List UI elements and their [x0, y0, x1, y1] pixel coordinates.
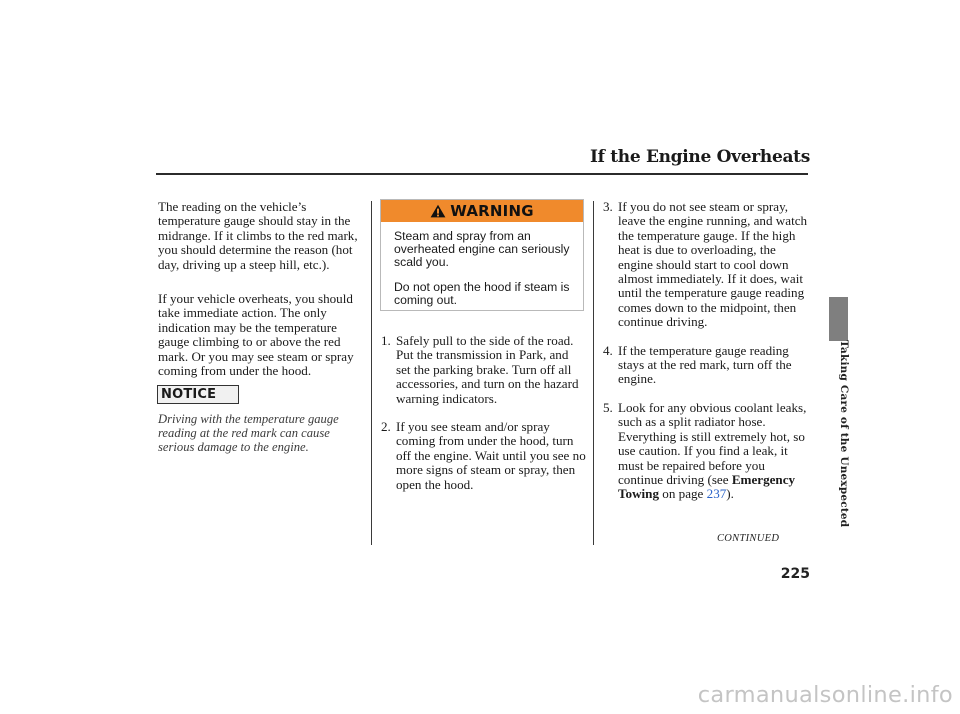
warning-label: WARNING: [450, 202, 534, 220]
notice-text: Driving with the temperature gauge readi…: [158, 412, 339, 454]
section-side-label-text: Taking Care of the Unexpected: [838, 340, 850, 528]
column-divider-left: [371, 201, 372, 545]
section-tab-marker: [829, 297, 848, 341]
warning-body: Steam and spray from an overheated engin…: [381, 222, 583, 307]
warning-text-scald: Steam and spray from an overheated engin…: [394, 229, 570, 270]
warning-header: WARNING: [381, 200, 583, 222]
step-3-number: 3.: [603, 199, 613, 214]
warning-box: WARNING Steam and spray from an overheat…: [380, 199, 584, 311]
step-5-end: ).: [726, 486, 734, 502]
watermark-text: carmanualsonline.info: [697, 682, 953, 708]
notice-badge: NOTICE: [157, 385, 239, 404]
overheat-paragraph: If your vehicle overheats, you should ta…: [158, 291, 354, 379]
step-1-text: Safely pull to the side of the road. Put…: [396, 333, 579, 406]
steps-list-middle: 1. Safely pull to the side of the road. …: [381, 333, 586, 492]
continued-label: CONTINUED: [717, 533, 780, 544]
page-number: 225: [780, 566, 810, 582]
warning-text-hood: Do not open the hood if steam is coming …: [394, 279, 570, 307]
step-1: 1. Safely pull to the side of the road. …: [381, 333, 586, 406]
emergency-towing-ref: Emergency Towing: [618, 471, 796, 502]
column-divider-right: [593, 201, 594, 545]
step-3: 3. If you do not see steam or spray, lea…: [603, 199, 813, 330]
step-1-number: 1.: [381, 333, 391, 348]
step-2-number: 2.: [381, 419, 391, 435]
page-237-link[interactable]: 237: [706, 486, 727, 502]
steps-list-right: 3. If you do not see steam or spray, lea…: [603, 199, 813, 502]
step-5-number: 5.: [603, 399, 613, 415]
title-rule: [156, 173, 808, 175]
step-4-text: If the temperature gauge reading stays a…: [618, 342, 792, 387]
step-4: 4. If the temperature gauge reading stay…: [603, 342, 813, 387]
section-side-label: Taking Care of the Unexpected: [836, 340, 854, 560]
step-2-text: If you see steam and/or spray coming fro…: [396, 419, 586, 492]
intro-paragraph: The reading on the vehicle’s temperature…: [158, 199, 358, 272]
step-2: 2. If you see steam and/or spray coming …: [381, 419, 586, 492]
step-3-text: If you do not see steam or spray, leave …: [618, 199, 808, 330]
step-5: 5. Look for any obvious coolant leaks, s…: [603, 399, 813, 502]
warning-triangle-icon: [430, 204, 446, 218]
step-4-number: 4.: [603, 342, 613, 358]
page-title: If the Engine Overheats: [589, 147, 810, 167]
notice-label: NOTICE: [161, 387, 217, 402]
step-5-text: Look for any obvious coolant leaks, such…: [618, 399, 807, 487]
step-5-page-prefix: on page: [659, 486, 707, 502]
